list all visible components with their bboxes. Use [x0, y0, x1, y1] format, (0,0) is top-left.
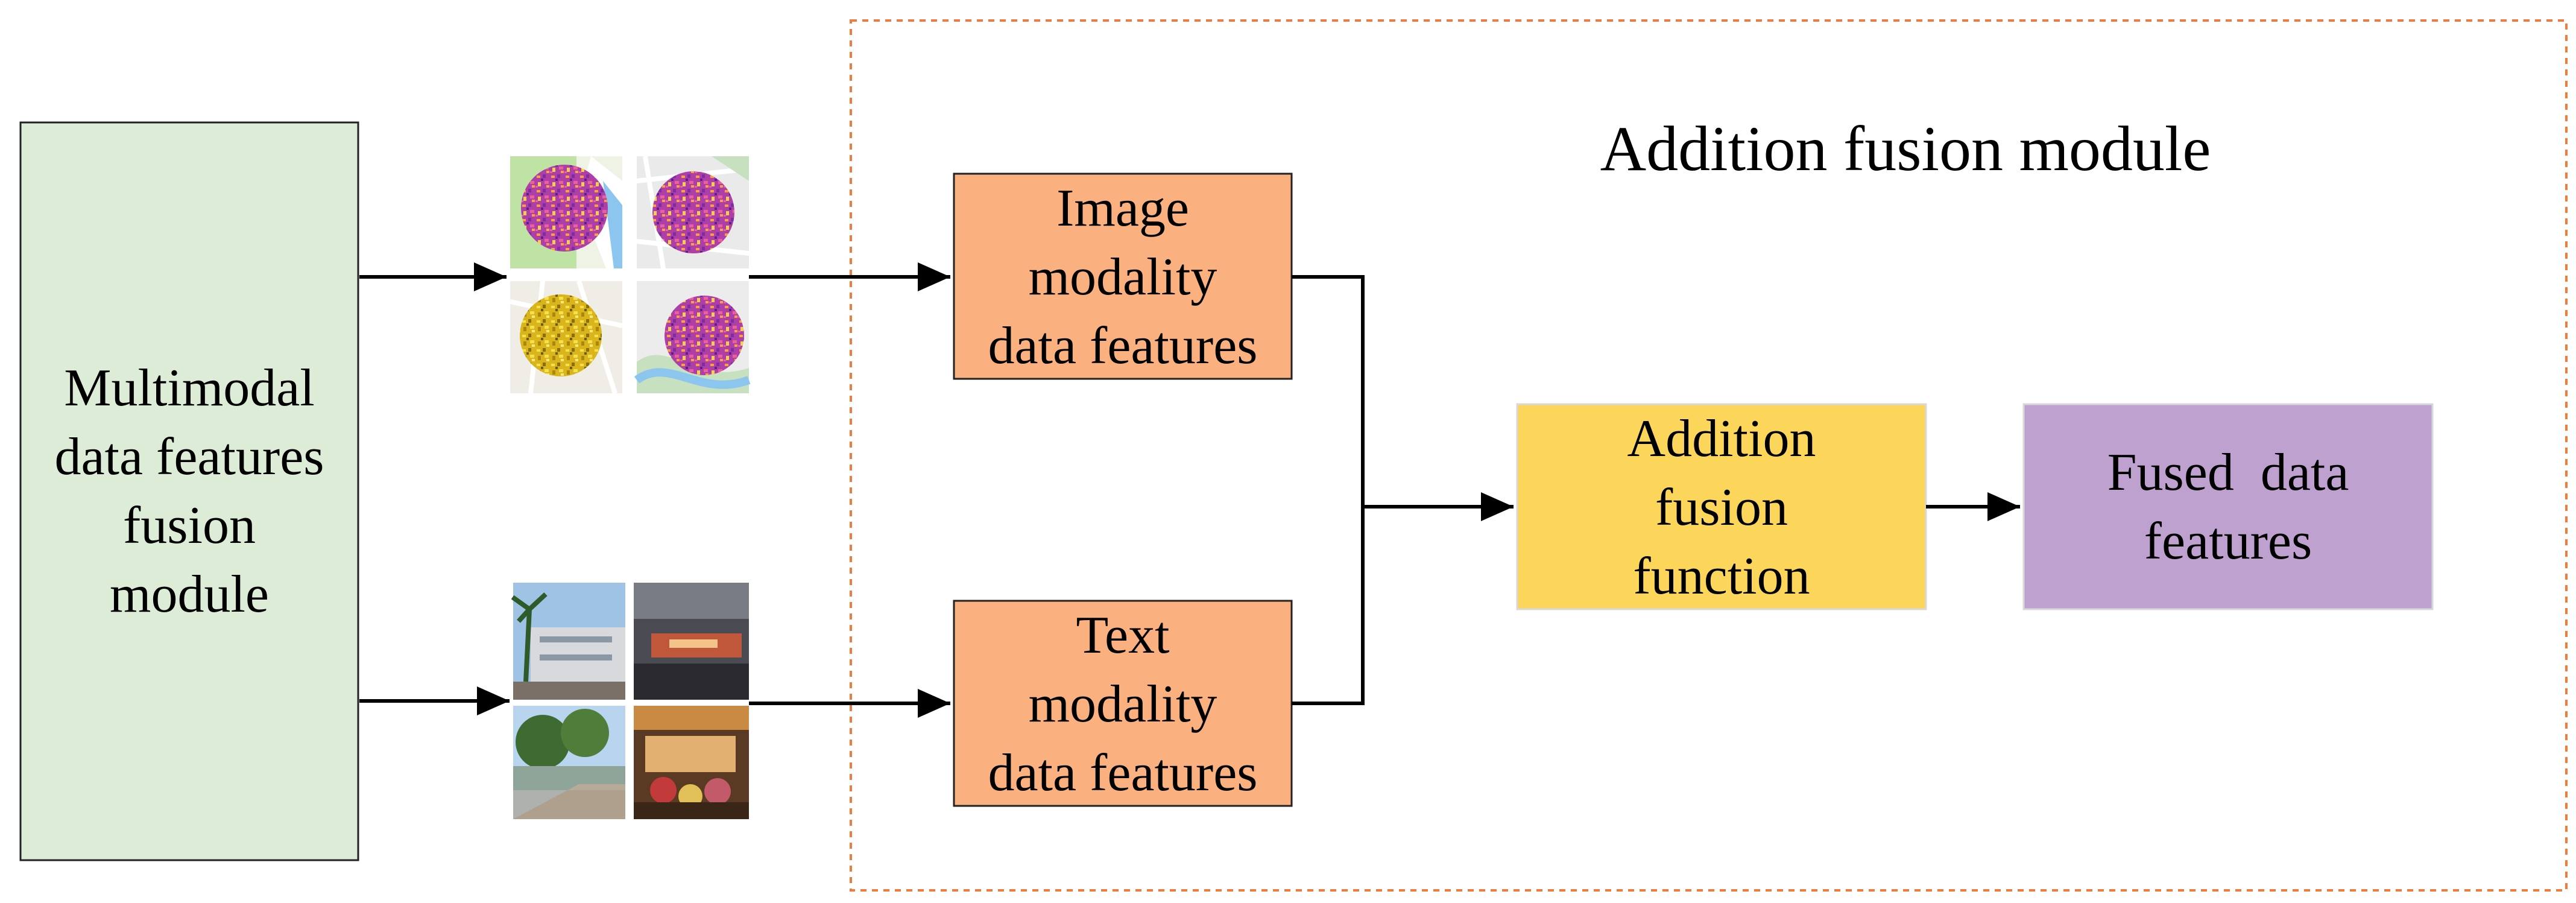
map-tile-icon	[510, 156, 622, 268]
addition-box-line-1: Addition	[1627, 410, 1816, 468]
image-box-line-1: Image	[1056, 179, 1189, 238]
connector-text-box-to-merge	[1292, 507, 1365, 705]
storefront-photo-icon	[634, 583, 749, 700]
addition-box-line-2: fusion	[1655, 478, 1788, 537]
shop-interior-photo-icon	[634, 706, 749, 819]
multimodal-line-4: module	[110, 565, 269, 624]
fused-data-features-box: Fused data features	[2022, 403, 2434, 610]
image-box-line-2: modality	[1029, 248, 1217, 306]
map-tile-icon	[510, 280, 623, 394]
text-box-line-2: modality	[1029, 675, 1217, 733]
plaza-photo-icon	[513, 706, 625, 819]
map-tile-icon	[636, 156, 750, 269]
fused-box-line-1: Fused data	[2107, 443, 2349, 502]
image-modality-box: Image modality data features	[953, 173, 1293, 380]
text-box-line-3: data features	[988, 744, 1257, 802]
image-box-line-3: data features	[988, 317, 1257, 375]
addition-fusion-module-border	[850, 19, 2568, 892]
connectors	[359, 262, 2020, 718]
multimodal-line-1: Multimodal	[64, 359, 315, 417]
addition-fusion-function-box: Addition fusion function	[1516, 403, 1927, 610]
street-photo-icon	[511, 583, 625, 700]
connector-image-box-to-merge	[1292, 275, 1365, 507]
multimodal-line-3: fusion	[123, 496, 256, 555]
addition-box-line-3: function	[1633, 547, 1810, 606]
fused-box-line-2: features	[2144, 512, 2312, 571]
text-modality-box: Text modality data features	[953, 600, 1293, 807]
text-data-thumbnails	[511, 583, 749, 819]
multimodal-line-2: data features	[54, 428, 324, 486]
map-tile-icon	[634, 281, 751, 393]
multimodal-fusion-box: Multimodal data features fusion module	[19, 121, 359, 861]
module-title: Addition fusion module	[1600, 113, 2211, 184]
text-box-line-1: Text	[1076, 606, 1169, 665]
image-data-thumbnails	[510, 156, 751, 394]
